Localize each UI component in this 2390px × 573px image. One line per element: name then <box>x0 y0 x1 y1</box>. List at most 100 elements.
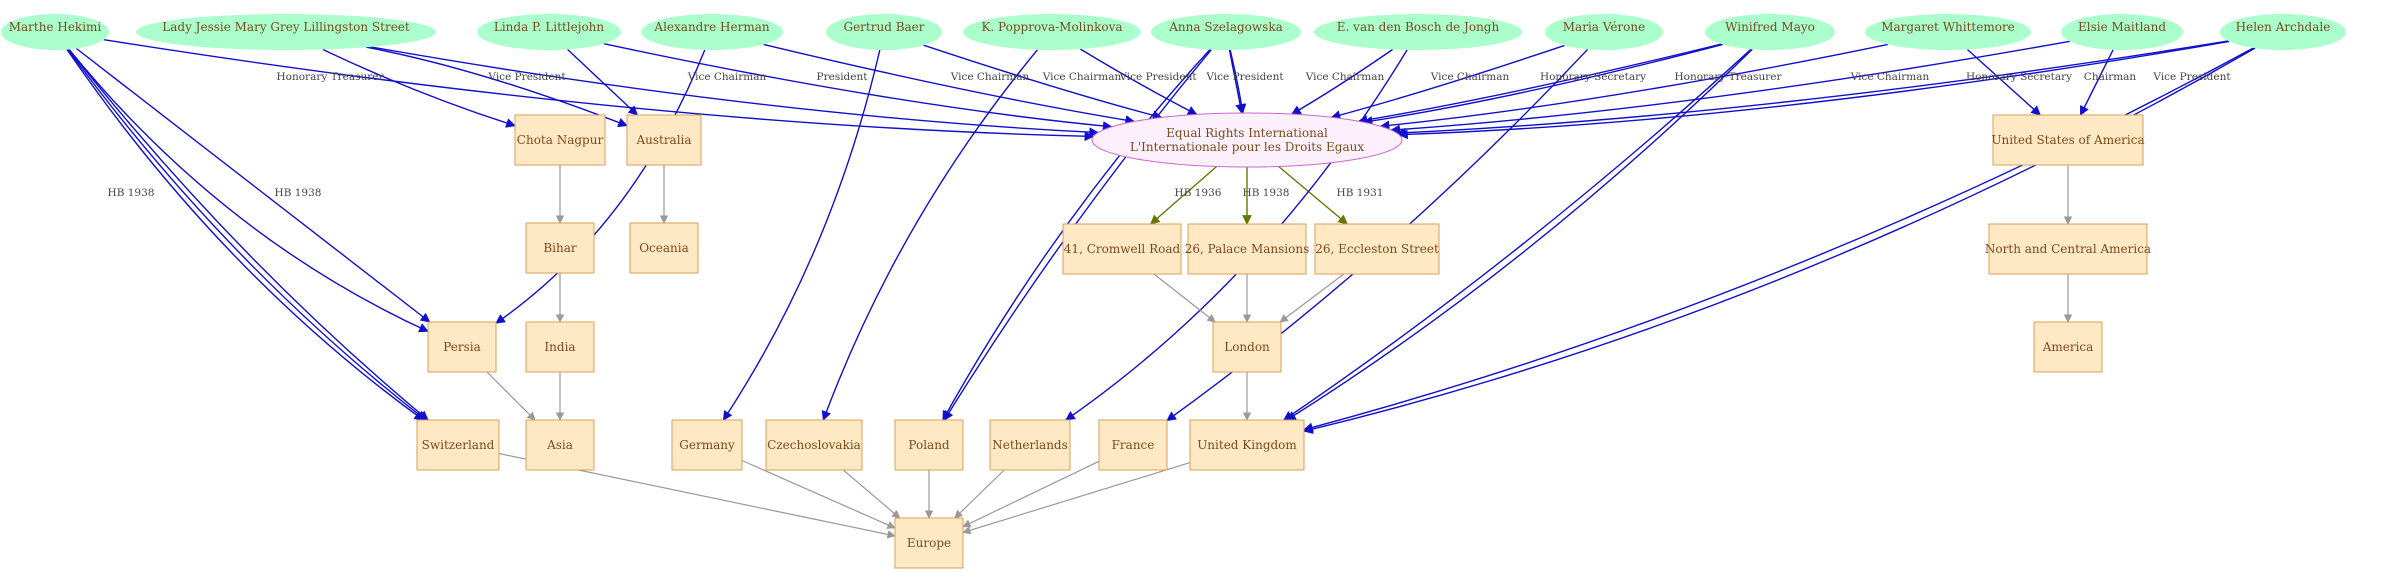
place-name: Europe <box>907 536 951 550</box>
person-name: Margaret Whittemore <box>1881 20 2015 34</box>
edge-whittemore-to-usa <box>1966 48 2041 116</box>
edge-label: Chairman <box>2084 71 2137 83</box>
edge-label: President <box>817 71 869 83</box>
person-node-archdale[interactable]: Helen Archdale <box>2220 14 2346 50</box>
edge-mayo-to-eri <box>1362 43 1723 126</box>
place-node-palace[interactable]: 26, Palace Mansions <box>1185 223 1310 275</box>
edge-littlejohn-to-eri <box>603 43 1113 131</box>
edge-france-to-europe <box>962 460 1100 528</box>
person-name: Alexandre Herman <box>653 20 769 34</box>
place-node-uk[interactable]: United Kingdom <box>1189 419 1305 471</box>
edge-cromwell-to-london <box>1153 273 1216 323</box>
organization-ellipse <box>1091 112 1403 168</box>
place-node-poland[interactable]: Poland <box>894 419 964 471</box>
edge-label: HB 1938 <box>1243 187 1290 199</box>
person-ellipse <box>2220 14 2346 50</box>
person-name: E. van den Bosch de Jongh <box>1337 20 1500 34</box>
place-node-netherlands[interactable]: Netherlands <box>989 419 1071 471</box>
place-node-europe[interactable]: Europe <box>894 517 964 569</box>
person-ellipse <box>826 14 942 50</box>
person-node-whittemore[interactable]: Margaret Whittemore <box>1865 14 2031 50</box>
place-node-oceania[interactable]: Oceania <box>629 222 699 274</box>
person-node-szelagowska[interactable]: Anna Szelagowska <box>1151 14 1301 50</box>
person-name: Winifred Mayo <box>1725 20 1815 34</box>
org-node-eri[interactable]: Equal Rights InternationalL'Internationa… <box>1091 112 1403 168</box>
place-node-persia[interactable]: Persia <box>427 321 497 373</box>
place-node-france[interactable]: France <box>1098 419 1168 471</box>
place-box <box>671 419 743 471</box>
place-box <box>989 419 1071 471</box>
place-node-cromwell[interactable]: 41, Cromwell Road <box>1062 223 1182 275</box>
edge-label: Vice Chairman <box>1042 71 1122 83</box>
person-node-baer[interactable]: Gertrud Baer <box>826 14 942 50</box>
edge-label: HB 1936 <box>1175 187 1222 199</box>
edge-label: HB 1931 <box>1337 187 1384 199</box>
person-node-verone[interactable]: Maria Vérone <box>1545 14 1663 50</box>
organization-name-line: Equal Rights International <box>1166 126 1328 140</box>
place-node-australia[interactable]: Australia <box>626 114 702 166</box>
place-box <box>894 517 964 569</box>
place-node-chota[interactable]: Chota Nagpur <box>514 114 606 166</box>
person-ellipse <box>641 14 783 50</box>
place-node-bihar[interactable]: Bihar <box>525 222 595 274</box>
person-node-popprova[interactable]: K. Popprova-Molinkova <box>963 14 1141 50</box>
place-node-germany[interactable]: Germany <box>671 419 743 471</box>
place-node-london[interactable]: London <box>1212 321 1282 373</box>
place-name: 26, Eccleston Street <box>1315 242 1439 256</box>
edge-eri-to-cromwell <box>1149 165 1218 225</box>
place-node-asia[interactable]: Asia <box>525 419 595 471</box>
place-node-eccleston[interactable]: 26, Eccleston Street <box>1314 223 1440 275</box>
edge-baer-to-germany <box>722 49 881 421</box>
place-name: Bihar <box>543 241 577 255</box>
nodes-layer: Marthe Hekimi Lady Jessie Mary Grey Lilli… <box>1 14 2346 569</box>
edge-eccleston-to-london <box>1279 273 1345 323</box>
place-node-usa[interactable]: United States of America <box>1991 114 2145 166</box>
edge-label: HB 1938 <box>275 187 322 199</box>
person-name: Maria Vérone <box>1563 20 1645 34</box>
person-node-herman[interactable]: Alexandre Herman <box>641 14 783 50</box>
place-node-switzerland[interactable]: Switzerland <box>416 419 500 471</box>
edge-popprova-to-czech <box>821 49 1038 421</box>
person-node-bosch[interactable]: E. van den Bosch de Jongh <box>1314 14 1522 50</box>
person-node-maitland[interactable]: Elsie Maitland <box>2061 14 2183 50</box>
place-name: Chota Nagpur <box>517 133 604 147</box>
edge-archdale-to-eri <box>1398 40 2230 140</box>
place-name: Poland <box>908 438 950 452</box>
edge-label: Honorary Treasurer <box>276 71 384 83</box>
place-name: 41, Cromwell Road <box>1064 242 1181 256</box>
place-box <box>1988 223 2148 275</box>
place-node-america[interactable]: America <box>2033 321 2103 373</box>
place-node-czech[interactable]: Czechoslovakia <box>765 419 863 471</box>
person-node-mayo[interactable]: Winifred Mayo <box>1705 14 1835 50</box>
place-name: Asia <box>546 438 573 452</box>
place-box <box>1187 223 1307 275</box>
edge-label: Vice Chairman <box>1305 71 1385 83</box>
edge-netherlands-to-europe <box>954 469 1005 519</box>
edge-bosch-to-eri <box>1290 48 1393 115</box>
edge-hekimi-to-persia <box>75 47 431 323</box>
edge-uk-to-europe <box>962 462 1191 535</box>
person-name: K. Popprova-Molinkova <box>981 20 1122 34</box>
edge-maitland-to-usa <box>2079 49 2114 116</box>
person-name: Linda P. Littlejohn <box>494 20 605 34</box>
place-node-nca[interactable]: North and Central America <box>1985 223 2151 275</box>
place-name: Netherlands <box>992 438 1068 452</box>
person-name: Marthe Hekimi <box>9 20 102 34</box>
place-box <box>765 419 863 471</box>
place-name: Czechoslovakia <box>767 438 861 452</box>
person-node-hekimi[interactable]: Marthe Hekimi <box>1 14 109 50</box>
edge-eri-to-eccleston <box>1278 165 1348 225</box>
place-name: Persia <box>443 340 481 354</box>
person-ellipse <box>477 14 621 50</box>
edge-label: Vice Chairman <box>687 71 767 83</box>
edge-hekimi-to-switzerland <box>66 49 425 421</box>
place-node-india[interactable]: India <box>525 321 595 373</box>
edge-whittemore-to-eri <box>1379 43 1889 131</box>
person-ellipse <box>1 14 109 50</box>
person-node-street[interactable]: Lady Jessie Mary Grey Lillingston Street <box>136 14 436 50</box>
edge-label: Vice President <box>487 71 566 83</box>
place-box <box>1314 223 1440 275</box>
edge-popprova-to-eri <box>1080 48 1198 116</box>
edge-hekimi-to-switzerland <box>68 48 429 421</box>
person-node-littlejohn[interactable]: Linda P. Littlejohn <box>477 14 621 50</box>
